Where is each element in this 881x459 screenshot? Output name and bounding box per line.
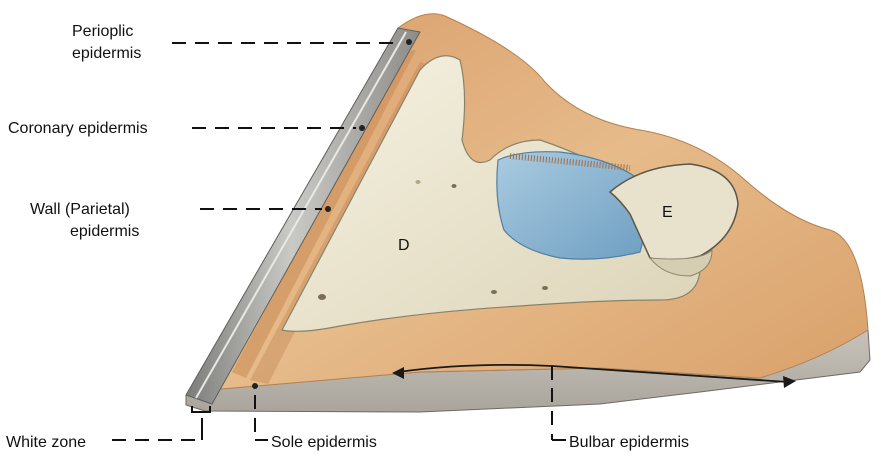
foramen-2 [491,290,497,294]
label-bone-d: D [398,237,410,254]
label-periople-1: Perioplic [72,23,133,40]
dot-wall [325,206,331,212]
label-white-zone: White zone [6,434,86,451]
dot-periople [406,39,412,45]
label-coronary: Coronary epidermis [8,120,148,137]
label-bone-e: E [662,204,673,221]
foramen-1 [318,294,326,300]
label-bulbar: Bulbar epidermis [569,434,689,451]
label-sole: Sole epidermis [271,434,377,451]
dot-sole [252,383,258,389]
label-periople-2: epidermis [72,45,141,62]
foramen-5 [416,180,421,184]
hoof-illustration [186,14,870,412]
dot-coronary [359,125,365,131]
foramen-3 [542,286,548,290]
label-wall-1: Wall (Parietal) [30,201,130,218]
foramen-4 [452,184,457,188]
label-wall-2: epidermis [70,223,139,240]
